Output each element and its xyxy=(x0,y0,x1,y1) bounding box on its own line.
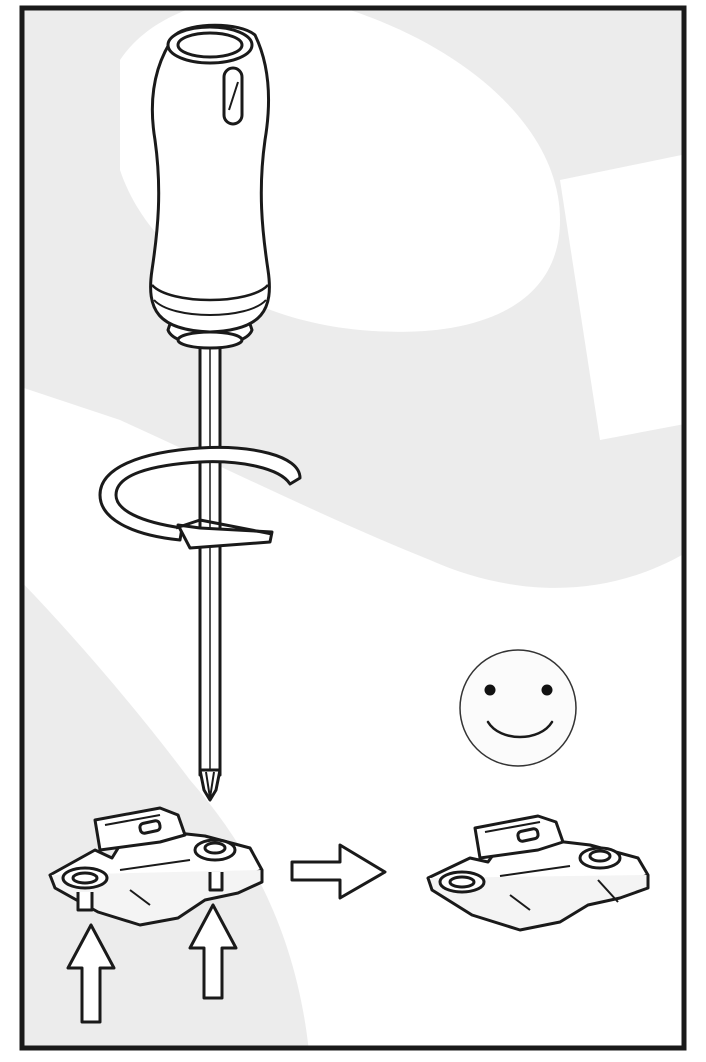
mounting-plate-icon xyxy=(428,816,648,930)
smiley-face-icon xyxy=(460,650,576,766)
right-arrow-icon xyxy=(292,845,385,898)
